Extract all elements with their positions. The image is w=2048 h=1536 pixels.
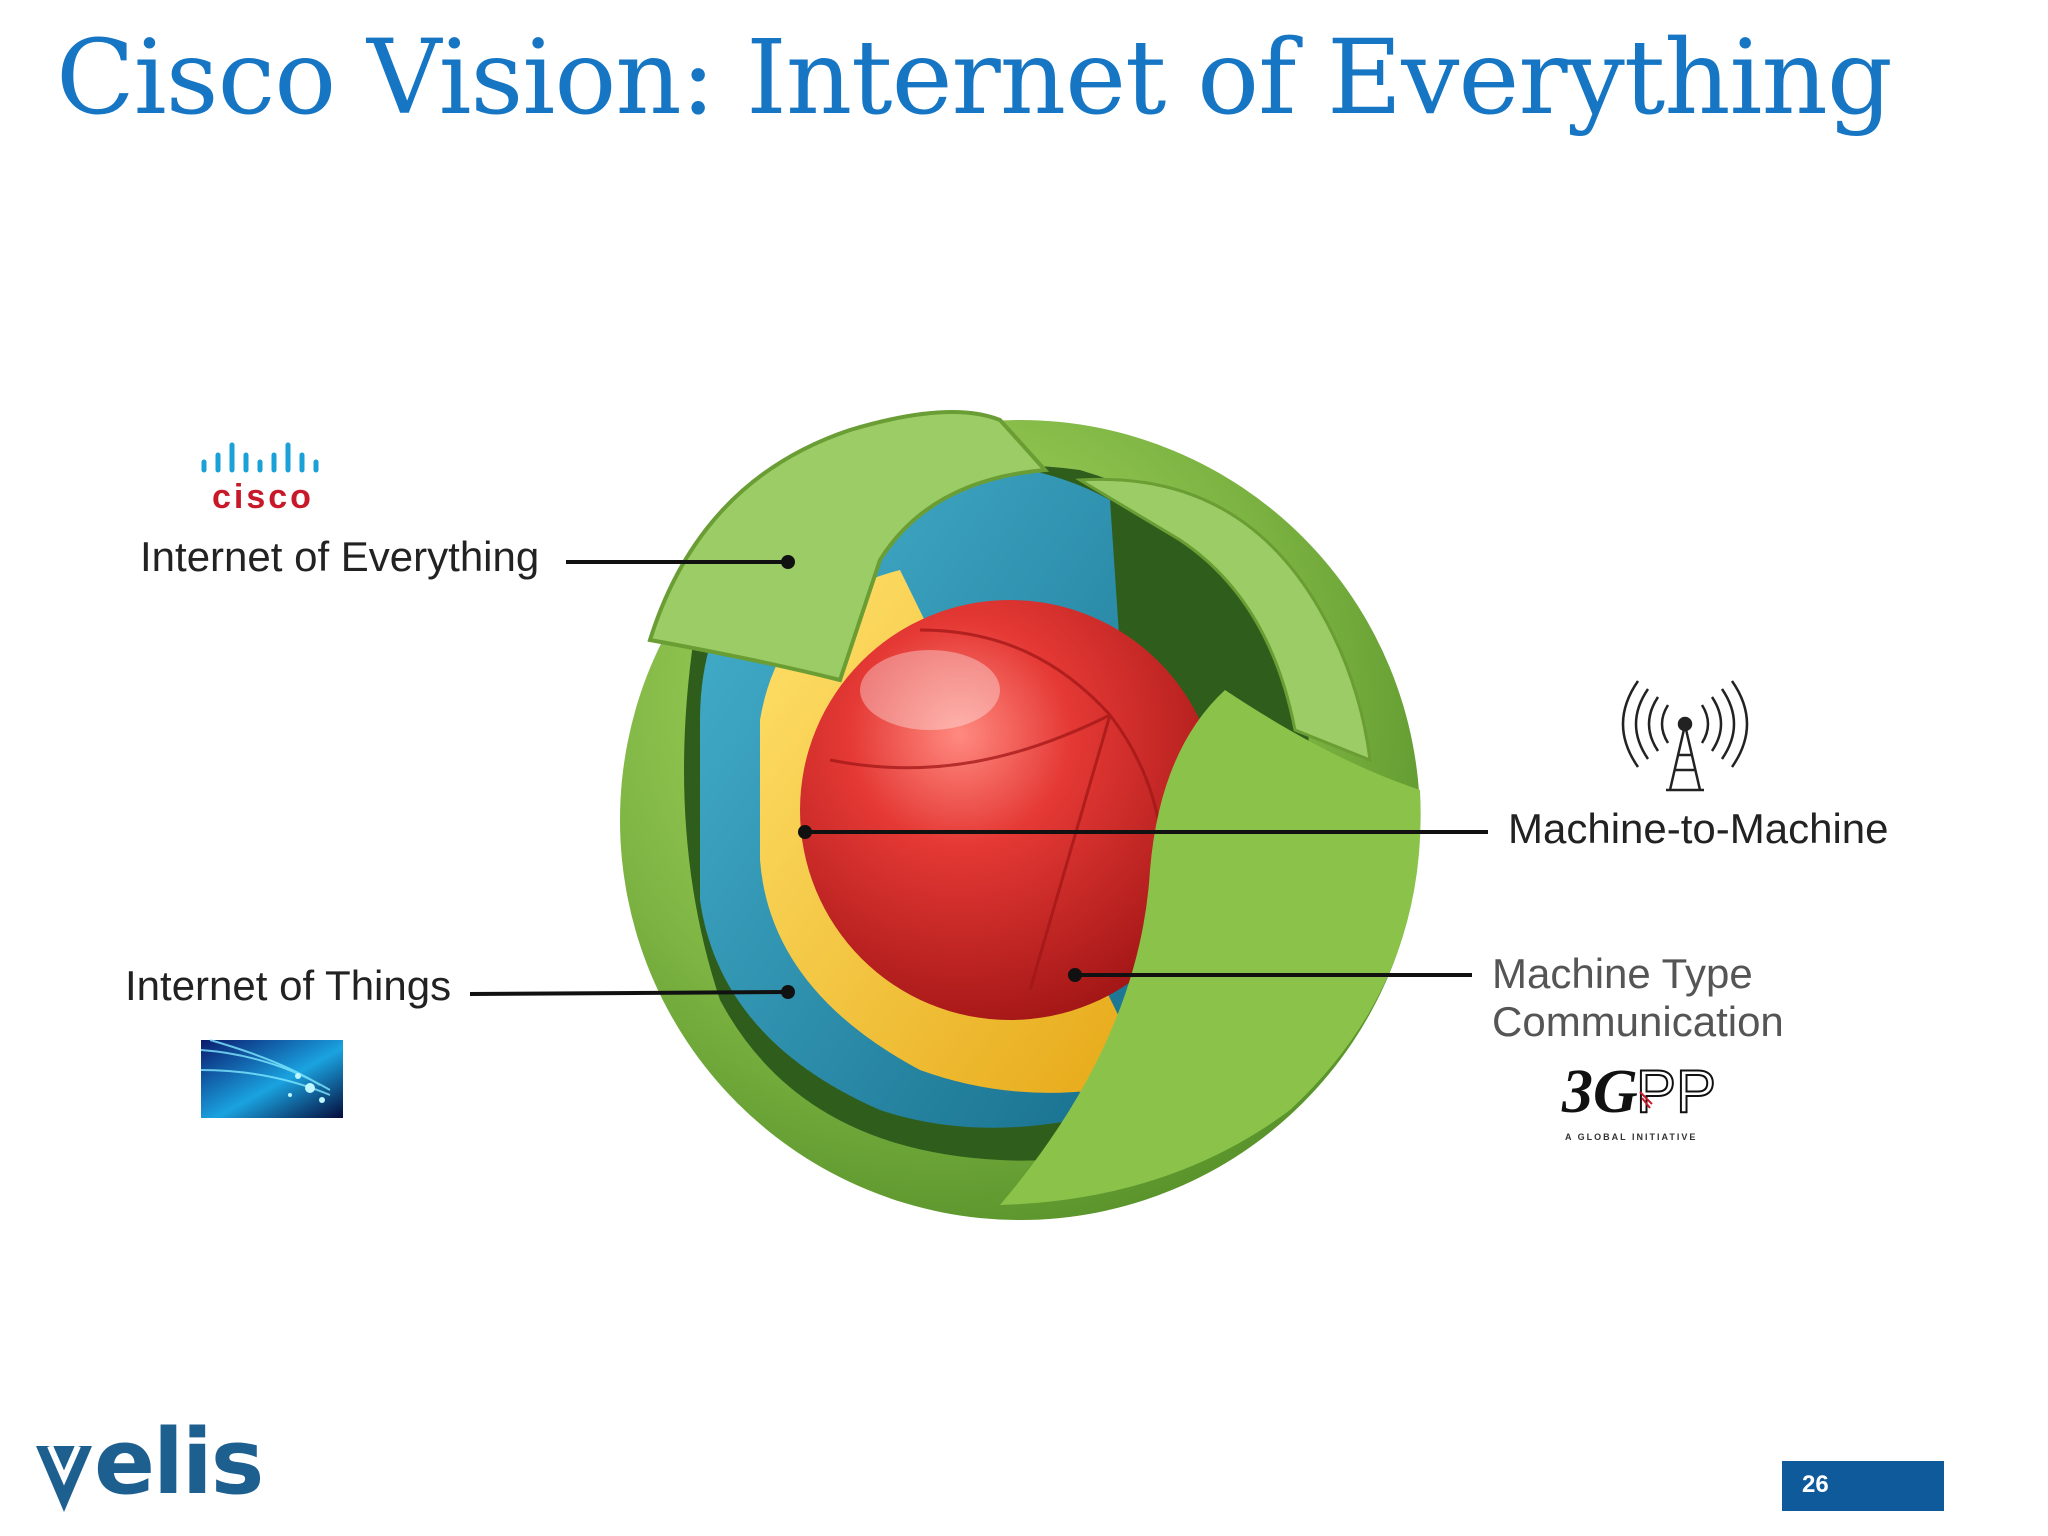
leader-dot-internet-of-everything xyxy=(781,555,795,569)
3gpp-tagline: A GLOBAL INITIATIVE xyxy=(1565,1132,1698,1142)
label-machine-to-machine: Machine-to-Machine xyxy=(1508,805,1889,852)
leader-dot-machine-type-communication xyxy=(1068,968,1082,982)
red-core-seam xyxy=(829,628,1166,991)
outer-layer-panel xyxy=(1075,477,1372,763)
cisco-bars-icon xyxy=(201,442,319,473)
page-number-badge: 26 xyxy=(1782,1461,1944,1511)
elis-logo: elis xyxy=(94,1410,264,1515)
svg-text:PP: PP xyxy=(1636,1058,1716,1125)
red-core xyxy=(800,600,1220,1020)
svg-text:3G: 3G xyxy=(1561,1058,1638,1126)
label-internet-of-everything: Internet of Everything xyxy=(140,533,540,580)
label-internet-of-things: Internet of Things xyxy=(125,962,452,1009)
radio-tower-icon xyxy=(1621,680,1749,792)
label-machine-type-line2: Communication xyxy=(1492,998,1784,1045)
outer-layer-wedge xyxy=(1000,690,1421,1205)
leader-dot-machine-to-machine xyxy=(798,825,812,839)
leader-internet-of-things xyxy=(469,990,789,996)
3gpp-logo: 3G PP xyxy=(1561,1057,1717,1126)
cisco-wordmark: cisco xyxy=(212,478,314,516)
elis-shield-icon xyxy=(36,1444,92,1512)
red-core-highlight xyxy=(860,650,1000,730)
page-number: 26 xyxy=(1802,1471,1829,1498)
slide-title: Cisco Vision: Internet of Everything xyxy=(56,18,1893,138)
label-machine-type-line1: Machine Type xyxy=(1492,950,1753,997)
leader-dot-internet-of-things xyxy=(781,985,795,999)
fiber-optic-image xyxy=(200,1039,343,1118)
outer-layer-flap xyxy=(647,410,1050,683)
